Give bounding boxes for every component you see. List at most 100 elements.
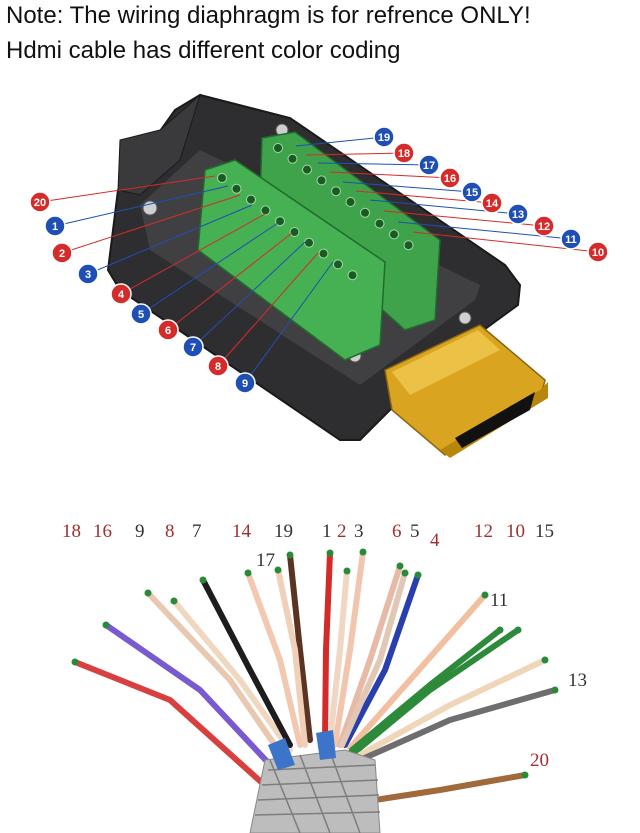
pin-badge-9: 9 [234,372,256,394]
pin-badge-circle [393,142,415,164]
pin-badge-label: 3 [85,269,91,281]
wire-end-marker [496,626,504,634]
wire-3 [332,549,366,748]
wire-14 [245,570,303,748]
leader-line-pin-7 [192,241,306,348]
terminal-screw [374,218,385,229]
wire-end-marker [414,571,422,579]
terminal-screw [345,197,356,207]
pin-badge-12: 12 [533,215,555,237]
pin-badge-circle [29,191,51,213]
leader-line-pin-18 [305,152,405,156]
wire-label-9: 9 [135,521,145,542]
pin-badge-label: 5 [138,309,144,321]
pin-badge-6: 6 [157,319,179,341]
wire-label-4: 4 [430,530,440,551]
leader-line-pin-4 [120,213,266,295]
pin-badge-circle [587,241,609,263]
terminal-screw [403,240,414,251]
cable-shield-braid [249,749,381,833]
pin-badge-circle [44,215,66,237]
wire-end-marker [396,562,404,570]
shield-foil-center [316,730,336,760]
wire-label-19: 19 [274,521,293,542]
pin-badge-circle [481,192,503,214]
pin-badge-circle [373,126,395,148]
pin-badge-19: 19 [373,126,395,148]
hdmi-plug-highlight [392,330,500,395]
pin-badge-circle [418,154,440,176]
wire-label-5: 5 [410,521,420,542]
wire-end-marker [514,626,522,634]
pin-badge-label: 17 [423,160,435,172]
pin-badge-label: 13 [512,209,524,221]
wire-9 [145,590,288,763]
wire-label-20: 20 [530,750,549,771]
pin-badge-circle [182,336,204,358]
wire-label-11: 11 [490,590,508,611]
leader-line-pin-8 [217,252,319,367]
pin-badge-label: 15 [466,187,478,199]
screw-hole [458,311,472,325]
pin-badge-11: 11 [560,228,582,250]
leader-line-pin-20 [39,175,216,203]
leader-line-pin-16 [329,171,451,179]
terminal-screw [347,270,358,281]
leader-line-pin-5 [140,222,279,315]
wire-end-marker [199,576,207,584]
wire-15 [357,657,548,758]
wire-4 [339,570,408,748]
pin-badge-8: 8 [207,355,229,377]
leader-line-pin-3 [87,204,253,275]
wire-18 [72,659,273,793]
pin-badge-label: 2 [59,248,65,260]
terminal-screw [302,164,312,175]
pin-badge-3: 3 [77,263,99,285]
wire-end-marker [102,621,110,629]
wire-end-marker [521,771,529,779]
pin-badge-label: 14 [486,198,499,210]
terminal-screw [333,259,343,270]
wire-2 [327,568,350,743]
wire-1 [322,550,333,743]
pin-badge-7: 7 [182,336,204,358]
pin-badge-10: 10 [587,241,609,263]
terminal-screw [260,205,271,216]
wire-13 [357,687,558,763]
pin-badge-circle [507,203,529,225]
leader-line-pin-1 [54,185,229,227]
wire-end-marker [71,658,79,666]
wire-19 [287,552,313,743]
terminal-screw [316,175,327,186]
pin-badge-label: 7 [190,342,196,354]
pin-badge-1: 1 [44,215,66,237]
pin-badge-circle [439,167,461,189]
terminal-block-front [197,159,386,361]
pin-badge-label: 19 [378,132,390,144]
pin-badge-circle [77,263,99,285]
wire-12 [347,592,488,751]
pin-badge-label: 18 [398,148,410,160]
wire-7 [200,577,293,748]
terminal-screw [304,237,314,248]
terminal-screw [289,227,300,237]
pin-badge-circle [533,215,555,237]
pin-badge-circle [130,303,152,325]
terminal-screw [231,183,242,194]
wire-label-8: 8 [165,521,175,542]
terminal-screw [360,207,370,218]
pin-badge-label: 20 [34,197,46,209]
pin-badge-13: 13 [507,203,529,225]
terminal-screws-front [217,173,358,281]
leader-line-pin-2 [61,194,241,254]
wire-label-3: 3 [354,521,364,542]
pin-badge-circle [234,372,256,394]
pin-badge-4: 4 [110,283,132,305]
pin-badge-16: 16 [439,167,461,189]
wire-end-marker [144,589,152,597]
terminal-screw [389,229,399,240]
shield-foil-left [268,738,295,770]
wire-end-marker [343,567,351,575]
wire-8 [171,598,293,753]
